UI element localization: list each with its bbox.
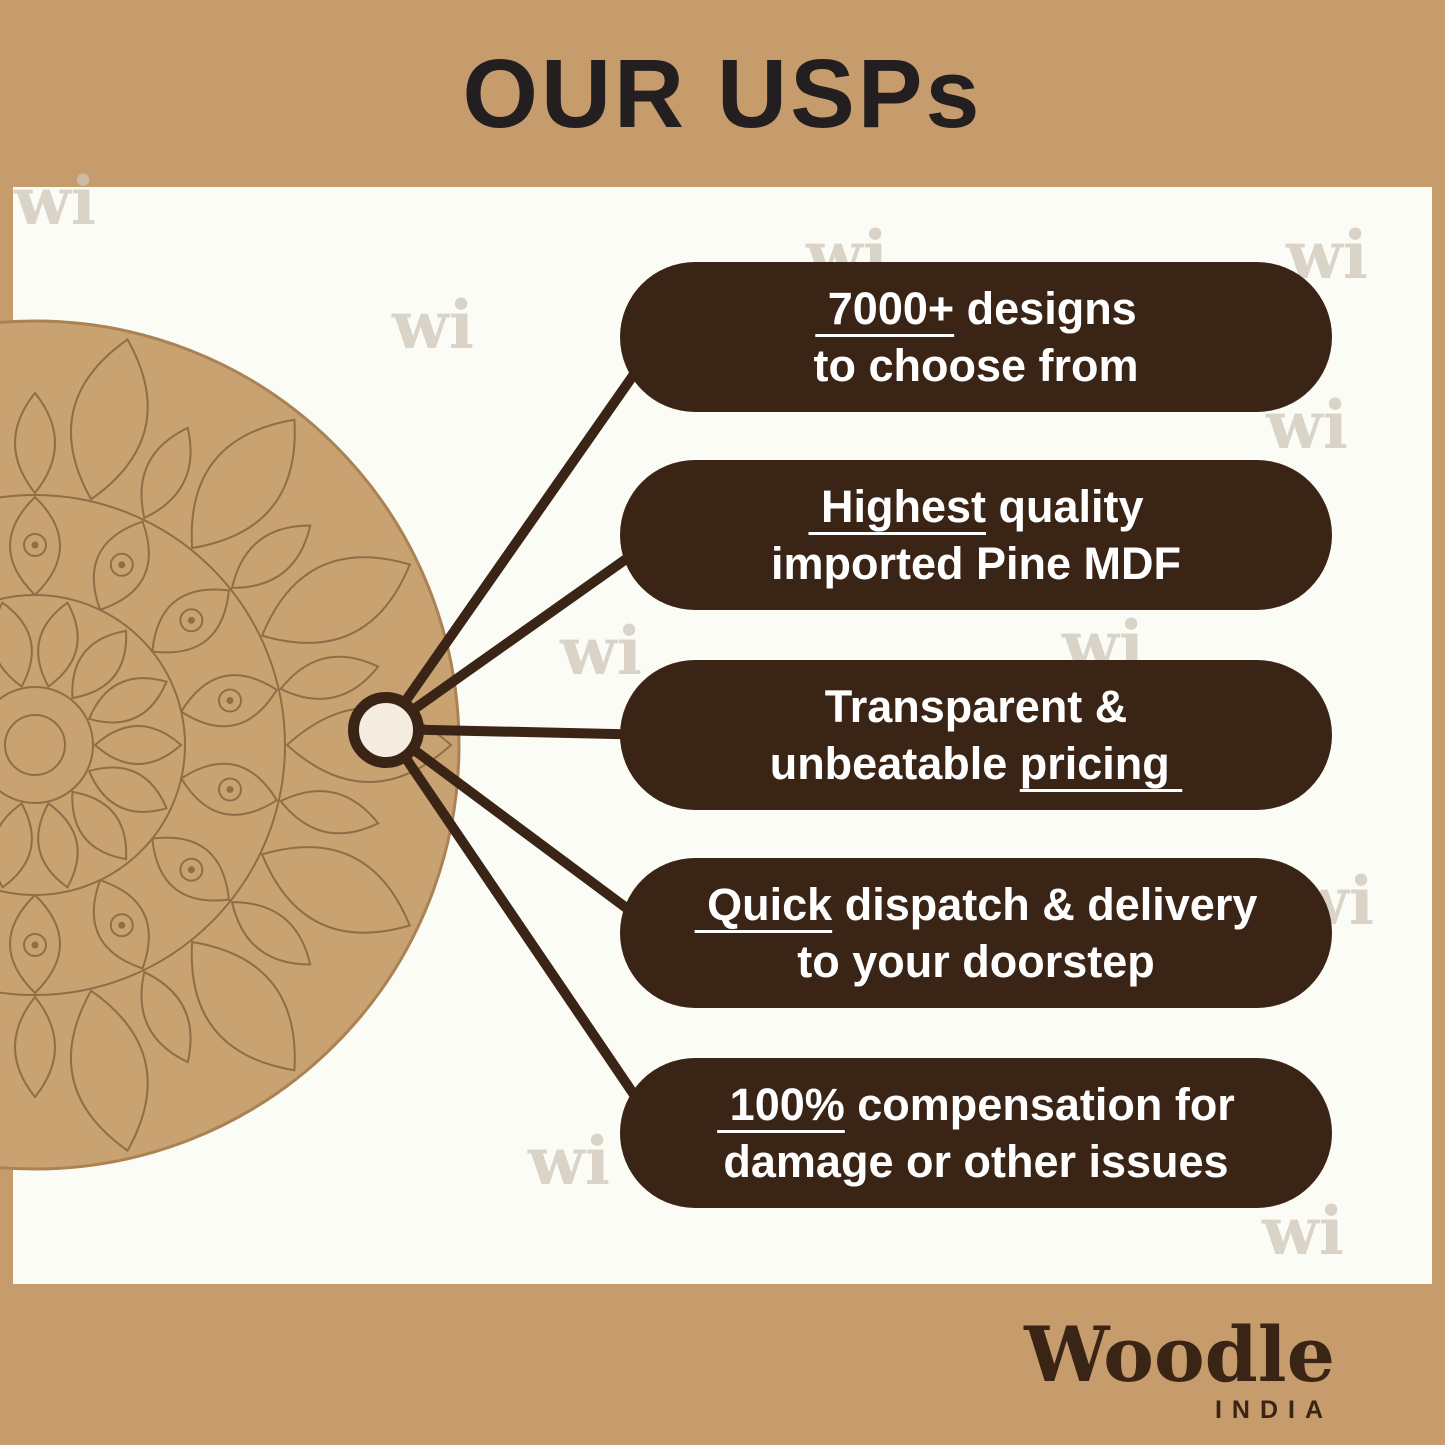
usp-text-line: to your doorstep [797, 936, 1155, 987]
usp-text-line: 100% compensation for [717, 1079, 1235, 1130]
usp-text-line: Quick dispatch & delivery [694, 879, 1258, 930]
hub-node [348, 692, 424, 768]
brand-watermark: wi [528, 1122, 610, 1200]
usp-text-line: Highest quality [808, 481, 1144, 532]
brand-logo: Woodle INDIA [1024, 1317, 1335, 1425]
brand-watermark: wi [1262, 1192, 1344, 1270]
usp-pill: 7000+ designs to choose from [620, 262, 1332, 412]
usp-pill: Quick dispatch & delivery to your doorste… [620, 858, 1332, 1008]
footer-band: Woodle INDIA [0, 1284, 1445, 1445]
brand-watermark: wi [560, 612, 642, 690]
usp-text-line: damage or other issues [723, 1136, 1229, 1187]
usp-text-line: imported Pine MDF [770, 538, 1181, 589]
usp-pill: Highest quality imported Pine MDF [620, 460, 1332, 610]
usp-pill: 100% compensation for damage or other iss… [620, 1058, 1332, 1208]
usp-text-line: 7000+ designs [815, 283, 1137, 334]
brand-watermark: wi [14, 162, 96, 240]
brand-country: INDIA [1214, 1396, 1333, 1424]
usp-text-line: Transparent & [824, 681, 1128, 732]
usp-text-line: to choose from [813, 340, 1139, 391]
mdf-board [0, 319, 461, 1171]
brand-name: Woodle [1024, 1310, 1335, 1399]
header-band: OUR USPs [0, 0, 1445, 187]
page-title: OUR USPs [462, 38, 983, 148]
usp-text-line: unbeatable pricing [769, 738, 1183, 789]
usp-pill: Transparent & unbeatable pricing [620, 660, 1332, 810]
